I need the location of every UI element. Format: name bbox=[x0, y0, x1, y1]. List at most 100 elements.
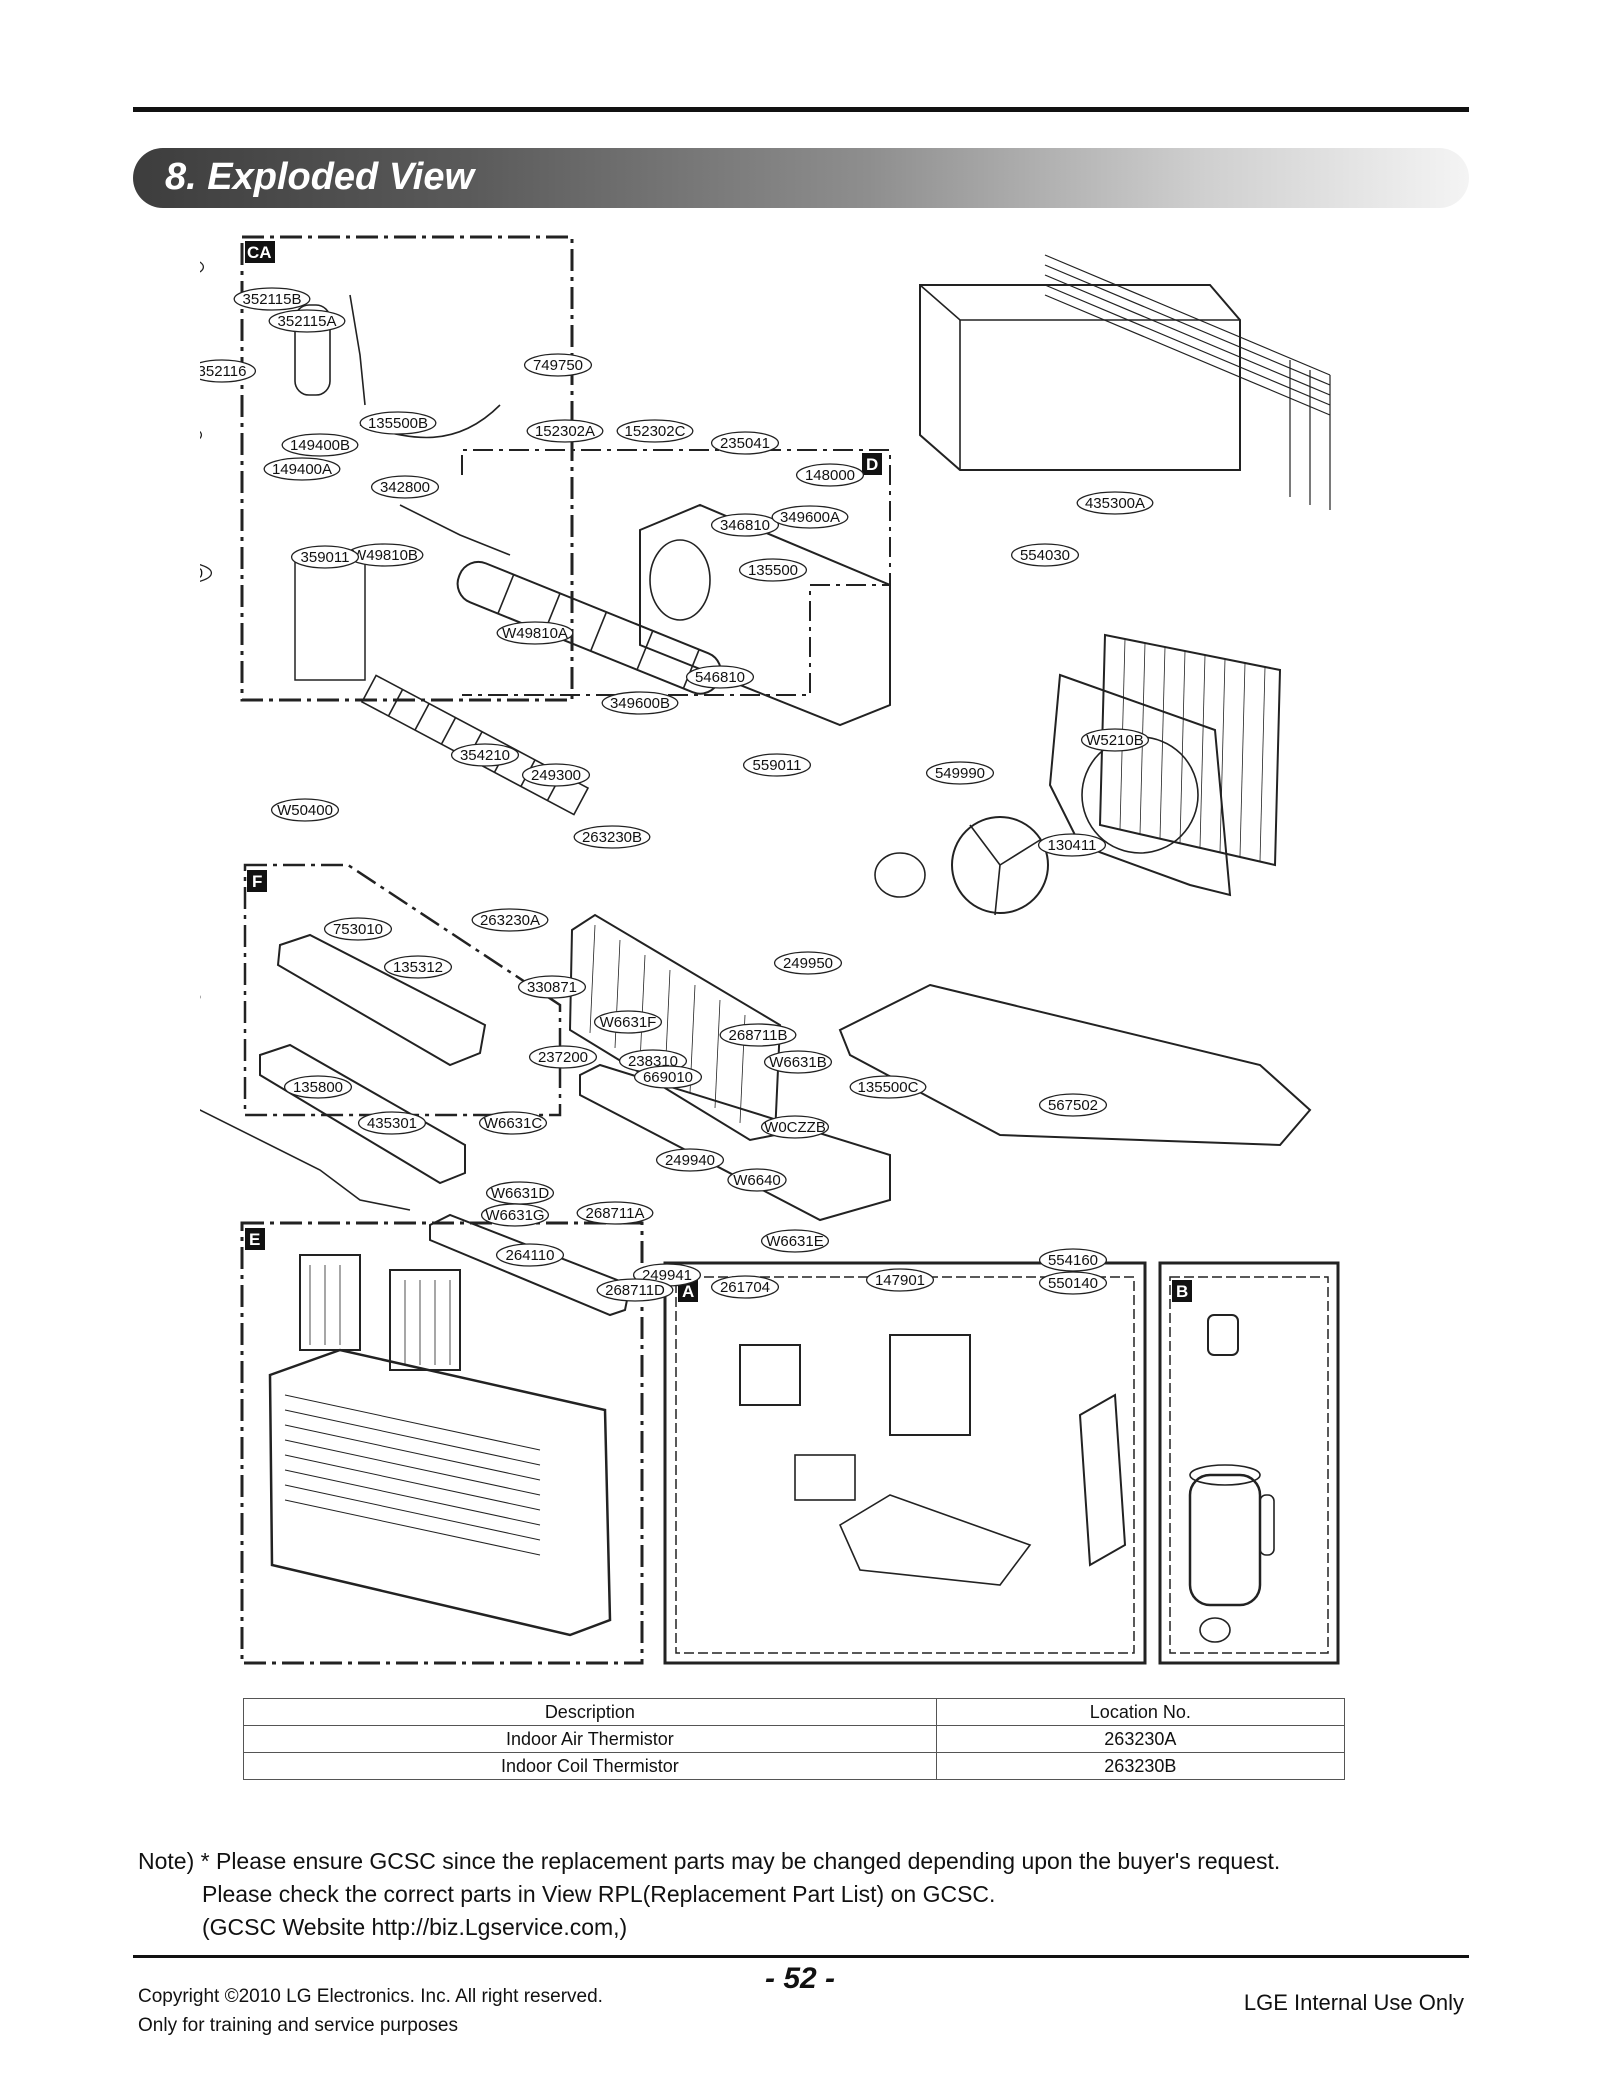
part-callout: 249300 bbox=[521, 763, 591, 787]
callout-bubble bbox=[471, 908, 549, 932]
callout-label: 554160 bbox=[1048, 1252, 1098, 1269]
callout-bubble bbox=[1010, 543, 1080, 567]
part-callout: 567502 bbox=[1038, 1093, 1108, 1117]
table-cell: Indoor Coil Thermistor bbox=[243, 1752, 937, 1780]
callout-bubble bbox=[383, 955, 453, 979]
exploded-view-diagram: CA D F E A B 552113552112352115B352115A3… bbox=[200, 235, 1340, 1665]
note-line-3: (GCSC Website http://biz.Lgservice.com,) bbox=[202, 1914, 628, 1940]
section-a-box bbox=[663, 1261, 1147, 1665]
callout-label: 135500B bbox=[368, 415, 428, 432]
drain-pan bbox=[579, 1063, 891, 1222]
thermistor-table: Description Location No. Indoor Air Ther… bbox=[243, 1698, 1346, 1780]
callout-label: 130411 bbox=[1048, 837, 1097, 854]
part-callout: 249950 bbox=[773, 951, 843, 975]
top-rule bbox=[133, 107, 1469, 112]
callout-bubble bbox=[357, 1111, 427, 1135]
note-line-2: Please check the correct parts in View R… bbox=[202, 1881, 996, 1907]
callout-bubble bbox=[719, 1023, 797, 1047]
callout-bubble bbox=[685, 665, 755, 689]
callout-label: 749750 bbox=[533, 357, 583, 374]
callout-label: 435300A bbox=[1085, 495, 1145, 512]
part-callout: W49810A bbox=[496, 621, 574, 645]
main-pcb bbox=[889, 1334, 971, 1436]
callout-bubble bbox=[281, 433, 359, 457]
section-d-outline bbox=[461, 449, 891, 696]
table-header-description: Description bbox=[243, 1698, 937, 1726]
part-callout: 546810 bbox=[685, 665, 755, 689]
table-cell: Indoor Air Thermistor bbox=[243, 1725, 937, 1753]
part-callout: 152302A bbox=[526, 419, 604, 443]
callout-label: 263230A bbox=[480, 912, 540, 929]
callout-label: 352115B bbox=[243, 291, 302, 308]
callout-bubble bbox=[233, 287, 311, 311]
part-callout: 559011 bbox=[742, 753, 812, 777]
callout-label: 135500C bbox=[858, 1079, 919, 1096]
wall-sleeve bbox=[919, 284, 1241, 471]
part-callout: 249940 bbox=[655, 1148, 725, 1172]
callout-label: W6631F bbox=[600, 1014, 657, 1031]
part-callout: W5210B bbox=[1080, 728, 1150, 752]
section-tag-b: B bbox=[1176, 1282, 1188, 1301]
callout-bubble bbox=[521, 763, 591, 787]
callout-bubble bbox=[655, 1148, 725, 1172]
callout-bubble bbox=[200, 430, 203, 440]
callout-label: W6631E bbox=[766, 1233, 824, 1250]
callout-label: 249950 bbox=[783, 955, 833, 972]
part-callout: 354210 bbox=[450, 743, 520, 767]
callout-label: 349600A bbox=[780, 509, 840, 526]
part-callout: W6631F bbox=[593, 1010, 663, 1034]
callout-bubble bbox=[633, 1065, 703, 1089]
callout-bubble bbox=[771, 505, 849, 529]
copyright-line-2: Only for training and service purposes bbox=[138, 2015, 458, 2036]
note-line-1: Note) * Please ensure GCSC since the rep… bbox=[138, 1848, 1281, 1874]
callout-label: 152302A bbox=[535, 423, 595, 440]
callout-bubble bbox=[1038, 1271, 1108, 1295]
part-callout: 435300A bbox=[1076, 491, 1154, 515]
callout-bubble bbox=[263, 457, 341, 481]
control-box bbox=[739, 1344, 801, 1406]
callout-bubble bbox=[865, 1268, 935, 1292]
page-number: - 52 - bbox=[765, 1962, 836, 1995]
callout-bubble bbox=[480, 1203, 550, 1227]
callout-label: 135500 bbox=[748, 562, 798, 579]
callout-label: 268711A bbox=[586, 1205, 645, 1222]
callout-label: 546810 bbox=[695, 669, 745, 686]
part-callout: 554030 bbox=[1010, 543, 1080, 567]
callout-bubble bbox=[710, 431, 780, 455]
base-pan bbox=[838, 983, 1312, 1147]
section-b-box bbox=[1158, 1261, 1340, 1665]
part-callout: 261704 bbox=[710, 1275, 780, 1299]
part-callout: W6640 bbox=[727, 1168, 787, 1192]
part-callout: 352116 bbox=[200, 359, 257, 383]
note-block: Note) * Please ensure GCSC since the rep… bbox=[138, 1845, 1280, 1944]
part-callout: W6631E bbox=[760, 1229, 830, 1253]
callout-label: 359011 bbox=[301, 549, 350, 566]
callout-label: 268711B bbox=[729, 1027, 788, 1044]
part-callout: 552116 bbox=[200, 430, 203, 440]
section-tag-f: F bbox=[252, 872, 262, 891]
callout-label: 268711D bbox=[605, 1282, 665, 1299]
callout-label: W50400 bbox=[277, 802, 333, 819]
part-callout: 352115B bbox=[233, 287, 311, 311]
part-callout: 554160 bbox=[1038, 1248, 1108, 1272]
callout-label: 349600B bbox=[610, 695, 670, 712]
callout-bubble bbox=[573, 825, 651, 849]
callout-label: 263230B bbox=[582, 829, 642, 846]
part-callout: W6631C bbox=[478, 1111, 548, 1135]
part-callout: 135500B bbox=[359, 411, 437, 435]
part-callout: 130411 bbox=[1037, 833, 1107, 857]
callout-bubble bbox=[450, 743, 520, 767]
callout-bubble bbox=[359, 411, 437, 435]
table-header-row: Description Location No. bbox=[243, 1698, 1346, 1726]
part-callout: 753010 bbox=[323, 917, 393, 941]
part-callout: W6631B bbox=[763, 1050, 833, 1074]
compressor bbox=[1188, 1473, 1262, 1607]
callout-label: 559011 bbox=[753, 757, 802, 774]
callout-label: 549990 bbox=[935, 765, 985, 782]
callout-bubble bbox=[710, 513, 780, 537]
section-tag-e: E bbox=[249, 1230, 260, 1249]
callout-label: 354210 bbox=[460, 747, 510, 764]
part-callout: 249941 bbox=[632, 1263, 702, 1287]
callout-bubble bbox=[742, 753, 812, 777]
callout-bubble bbox=[283, 1075, 353, 1099]
